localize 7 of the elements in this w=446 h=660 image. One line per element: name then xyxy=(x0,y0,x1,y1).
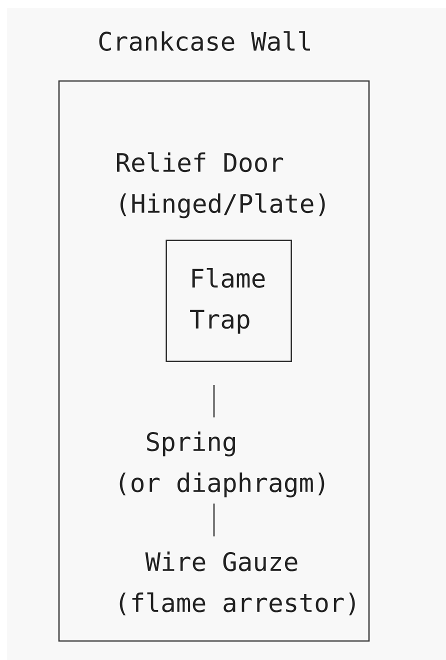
connector-line xyxy=(213,385,215,418)
part-label: Spring (or diaphragm) xyxy=(120,432,324,498)
door-label: Relief Door (Hinged/Plate) xyxy=(116,152,325,218)
box-heading: Crankcase Wall xyxy=(99,31,310,51)
connector-line xyxy=(213,504,215,536)
part-label: Wire Gauze (flame arrestor) xyxy=(120,552,355,616)
trap-box: Flame Trap xyxy=(166,240,292,362)
